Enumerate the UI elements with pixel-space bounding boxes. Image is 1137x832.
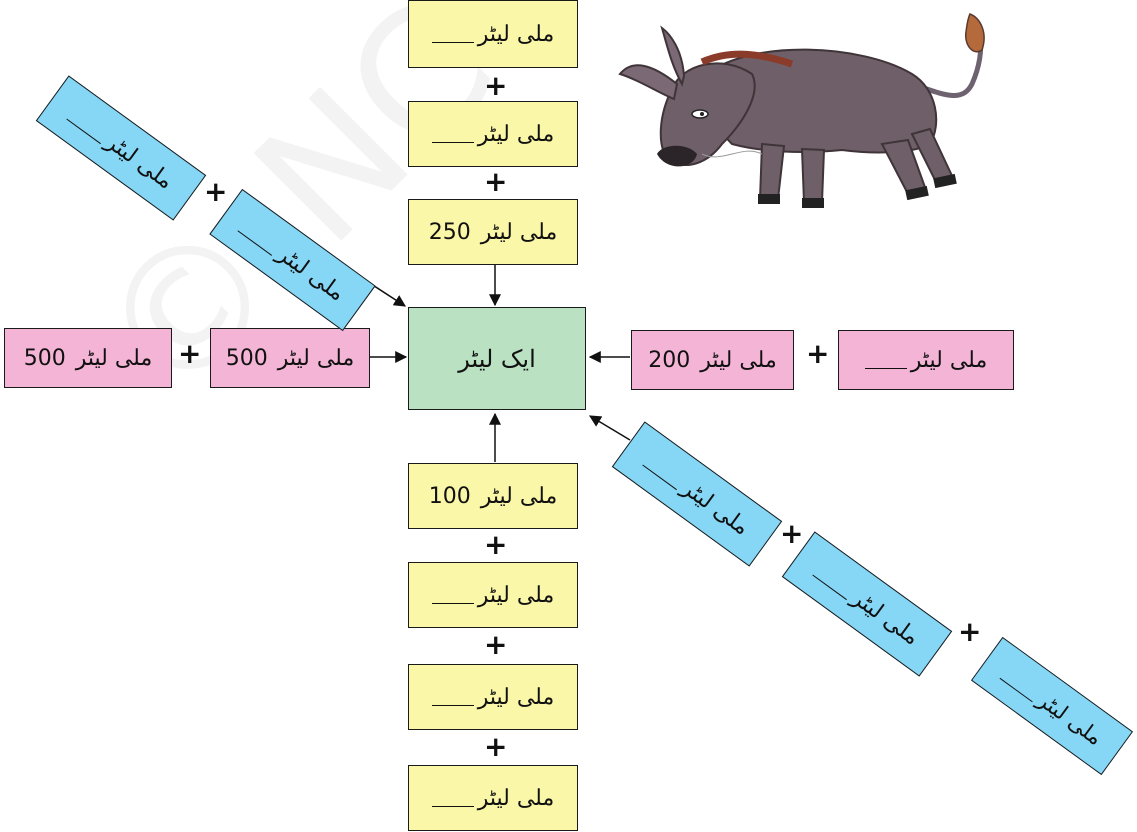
value-label: 250 [428, 219, 471, 245]
center-label: ایک لیٹر [458, 344, 536, 373]
plus-sign: + [484, 628, 508, 661]
unit-label: ملی لیٹر [477, 582, 555, 608]
top-box-1: ملی لیٹر [408, 0, 578, 68]
plus-sign: + [780, 517, 804, 550]
top-box-2: ملی لیٹر [408, 101, 578, 167]
unit-label: ملی لیٹر [480, 483, 558, 509]
unit-label: ملی لیٹر [700, 347, 777, 373]
plus-sign: + [484, 165, 508, 198]
plus-sign: + [204, 175, 228, 208]
bottom-box-4: ملی لیٹر [408, 765, 578, 831]
value-label: 200 [648, 347, 691, 373]
left-box-1: 500 ملی لیٹر [4, 328, 172, 388]
blank-line [431, 587, 474, 604]
bottom-box-3: ملی لیٹر [408, 664, 578, 730]
blank-line [431, 790, 474, 807]
unit-label: ملی لیٹر [477, 21, 555, 47]
center-box: ایک لیٹر [408, 307, 586, 410]
blank-line [999, 664, 1042, 702]
plus-sign: + [806, 337, 830, 370]
blank-line [431, 126, 474, 143]
unit-label: ملی لیٹر [477, 121, 555, 147]
plus-sign: + [484, 730, 508, 763]
blank-line [642, 451, 687, 490]
blank-line [431, 689, 474, 706]
value-label: 500 [23, 345, 66, 371]
left-box-2: 500 ملی لیٹر [210, 328, 370, 388]
arrow-lower-right [588, 415, 631, 441]
bottom-box-1: 100 ملی لیٹر [408, 463, 578, 529]
unit-label: ملی لیٹر [477, 684, 555, 710]
unit-label: ملی لیٹر [480, 219, 558, 245]
blank-line [864, 352, 907, 369]
plus-sign: + [484, 69, 508, 102]
blank-line [431, 26, 474, 43]
value-label: 500 [225, 345, 268, 371]
bottom-box-2: ملی لیٹر [408, 562, 578, 628]
blank-line [237, 217, 282, 256]
unit-label: ملی لیٹر [277, 345, 355, 371]
right-box-1: 200 ملی لیٹر [631, 330, 794, 390]
blank-line [812, 561, 857, 600]
donkey-icon [618, 13, 985, 208]
top-box-3: 250 ملی لیٹر [408, 199, 578, 265]
value-label: 100 [428, 483, 471, 509]
plus-sign: + [484, 528, 508, 561]
blank-line [66, 105, 111, 144]
unit-label: ملی لیٹر [75, 345, 153, 371]
right-box-2: ملی لیٹر [838, 330, 1014, 390]
unit-label: ملی لیٹر [477, 785, 555, 811]
unit-label: ملی لیٹر [910, 347, 988, 373]
plus-sign: + [958, 615, 982, 648]
plus-sign: + [178, 337, 202, 370]
